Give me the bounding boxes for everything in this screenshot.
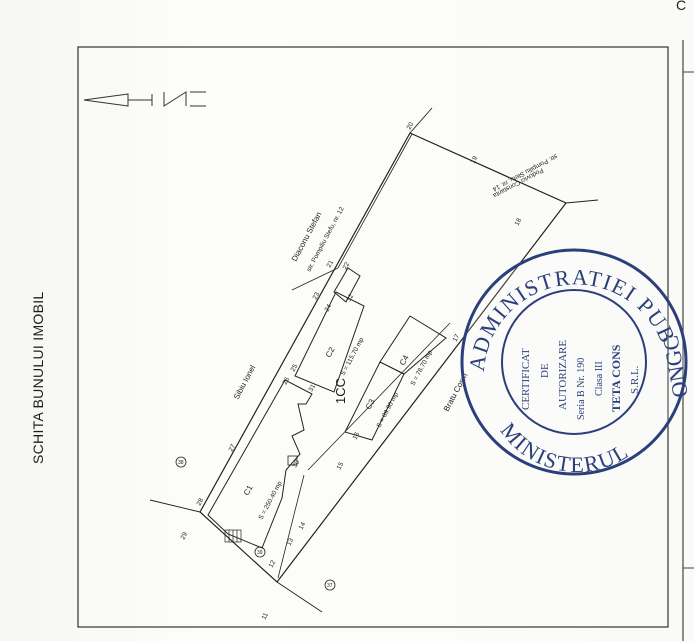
point-label: 16 bbox=[352, 431, 362, 441]
building-c4-name: C4 bbox=[398, 353, 411, 367]
point-label: 24 bbox=[324, 303, 334, 313]
circled-point-1: 38 bbox=[175, 456, 187, 468]
authorization-stamp: ADMINISTRATIEI PUBLICE MINISTERUL ONGC C… bbox=[0, 0, 693, 477]
svg-text:37: 37 bbox=[327, 583, 333, 589]
point-label: 26 bbox=[282, 376, 292, 386]
point-label: 28 bbox=[196, 497, 206, 507]
stamp-line-autorizare: AUTORIZARE bbox=[557, 340, 569, 410]
inner-road-line bbox=[307, 322, 451, 471]
point-label: 30 bbox=[292, 459, 302, 469]
boundary-ext-3 bbox=[409, 107, 433, 134]
boundary-ext-2 bbox=[276, 581, 323, 613]
c1-annex bbox=[287, 455, 298, 466]
point-label: 32 bbox=[346, 293, 356, 303]
svg-text:39: 39 bbox=[257, 550, 263, 556]
building-c3-name: C3 bbox=[364, 397, 377, 411]
circled-point-2: 39 bbox=[254, 546, 266, 558]
point-label: 22 bbox=[342, 261, 352, 271]
point-label: 18 bbox=[514, 217, 524, 227]
stamp-line-certificat: CERTIFICAT bbox=[520, 348, 532, 410]
svg-text:38: 38 bbox=[178, 460, 184, 466]
document-title: SCHITA BUNULUI IMOBIL bbox=[30, 291, 46, 464]
point-label: 31 bbox=[308, 383, 318, 393]
north-arrow-icon bbox=[83, 91, 206, 107]
stamp-line-srl: S.R.L. bbox=[629, 365, 641, 394]
stamp-inner-ring bbox=[501, 289, 647, 435]
point-label: 19 bbox=[470, 155, 480, 165]
boundary-ext-4 bbox=[565, 199, 599, 204]
neighbor-line-right bbox=[337, 133, 413, 269]
building-c2 bbox=[294, 291, 365, 393]
sketch-frame bbox=[77, 46, 669, 628]
point-label: 29 bbox=[180, 531, 190, 541]
point-label: 21 bbox=[326, 259, 336, 269]
street-main-label: Sibiu Ionel bbox=[232, 364, 258, 401]
point-label: 20 bbox=[406, 121, 416, 131]
stairs-icon bbox=[224, 529, 242, 543]
stamp-line-company: TETA CONS bbox=[609, 344, 623, 412]
point-label: 15 bbox=[336, 461, 346, 471]
stamp-line-seria: Seria B Nr. 190 bbox=[576, 358, 587, 420]
point-label: 11 bbox=[261, 611, 271, 621]
stamp-line-clasa: Clasa III bbox=[594, 361, 605, 396]
neighbor-right-address: str. Pompiliu Stefu, nr. 14 bbox=[491, 152, 558, 192]
building-c1 bbox=[207, 379, 313, 549]
point-label: 23 bbox=[312, 291, 322, 301]
building-c1-area: S = 250.40 mp bbox=[258, 480, 284, 521]
point-label: 13 bbox=[286, 537, 296, 547]
building-c2-annex bbox=[333, 267, 361, 303]
point-label: 12 bbox=[268, 559, 278, 569]
point-numbers: 11 12 13 14 15 16 17 18 19 20 21 22 23 2… bbox=[180, 121, 524, 621]
building-c4 bbox=[379, 315, 447, 375]
point-label: 17 bbox=[452, 333, 462, 343]
inner-road-line-2 bbox=[277, 474, 305, 579]
building-c1-name: C1 bbox=[242, 483, 255, 497]
point-label: 14 bbox=[298, 521, 308, 531]
building-c2-area: S = 115.70 mp bbox=[340, 336, 366, 377]
boundary-ext-1 bbox=[149, 499, 201, 513]
corner-letter: C bbox=[676, 0, 686, 13]
point-label: 27 bbox=[228, 443, 238, 453]
lot-id: 1CC bbox=[333, 378, 348, 404]
circled-point-3: 37 bbox=[324, 579, 336, 591]
stamp-outer-ring bbox=[460, 248, 688, 476]
neighbor-line-left bbox=[291, 267, 339, 291]
point-label: 25 bbox=[290, 363, 300, 373]
building-c2-name: C2 bbox=[324, 345, 337, 359]
stamp-line-de: DE bbox=[539, 363, 551, 378]
